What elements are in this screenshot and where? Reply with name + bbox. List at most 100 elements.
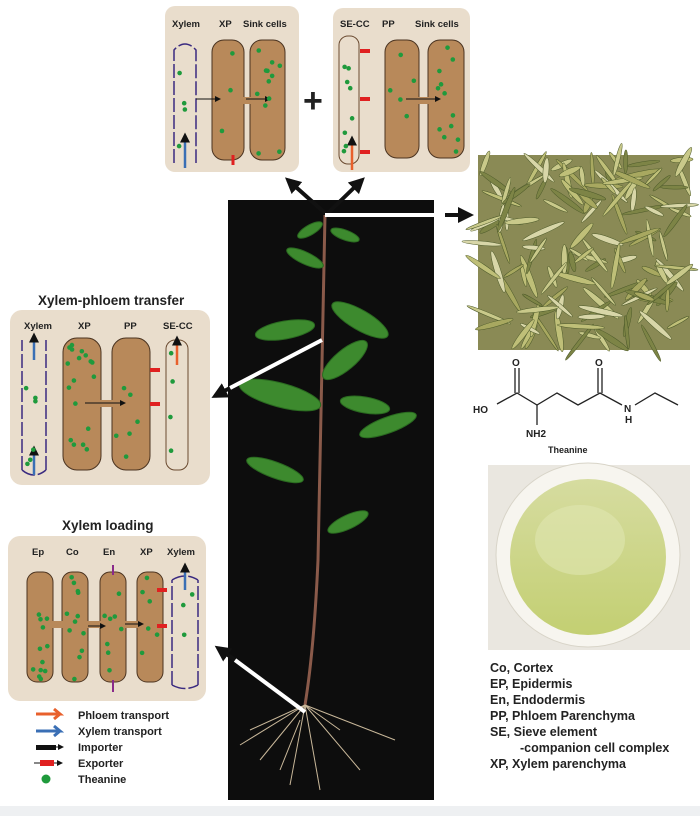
tea-leaf — [610, 243, 621, 289]
theanine-dot — [344, 79, 350, 85]
atom-n: N — [624, 404, 631, 415]
theanine-dot — [263, 68, 269, 73]
theanine-dot — [102, 613, 107, 619]
theanine-dot — [342, 130, 348, 136]
theanine-dot — [71, 378, 77, 383]
tea-leaf — [554, 310, 564, 353]
theanine-dot — [23, 385, 29, 391]
label-xp: XP — [140, 547, 153, 558]
theanine-dot — [83, 353, 89, 358]
tea-leaf — [663, 204, 688, 237]
label-xp: XP — [219, 19, 232, 30]
theanine-dot — [256, 48, 262, 53]
label-sink-cells: Sink cells — [243, 19, 287, 30]
theanine-structure — [496, 368, 679, 425]
legend-importer: Importer — [78, 742, 123, 754]
tea-leaf — [591, 233, 624, 247]
theanine-dot — [168, 414, 173, 420]
theanine-dot — [230, 51, 235, 56]
label-xylem: Xylem — [172, 19, 200, 30]
tea-leaf — [520, 263, 528, 287]
theanine-dot — [44, 616, 50, 621]
theanine-dot — [144, 575, 150, 581]
tea-leaf — [611, 170, 651, 189]
theanine-dot — [71, 580, 77, 586]
theanine-dot — [105, 641, 110, 647]
tea-leaf — [565, 323, 594, 361]
theanine-dot — [450, 113, 456, 118]
panel-xylem-phloem-transfer: Xylem XP PP SE-CC — [10, 310, 210, 485]
theanine-dot — [75, 590, 81, 596]
abbr-se: SE, Sieve element — [490, 725, 598, 739]
tea-leaf — [504, 217, 540, 225]
theanine-dot — [121, 385, 127, 391]
theanine-dot — [450, 57, 456, 62]
tea-leaf — [645, 219, 655, 257]
theanine-dot — [140, 589, 145, 595]
theanine-dot — [453, 149, 459, 154]
theanine-dot — [219, 128, 225, 134]
theanine-dot — [176, 143, 182, 149]
theanine-dot — [387, 88, 393, 93]
theanine-dot — [116, 591, 122, 597]
tea-leaf — [543, 199, 568, 213]
theanine-dot — [445, 45, 450, 50]
theanine-dot — [343, 143, 349, 149]
theanine-dot — [256, 151, 261, 156]
label-pp: PP — [124, 321, 137, 332]
tea-leaf — [665, 263, 694, 286]
theanine-dot — [69, 342, 75, 348]
theanine-dot — [107, 668, 112, 673]
label-ep: Ep — [32, 547, 44, 558]
tea-leaf — [660, 203, 699, 208]
tea-leaf — [666, 316, 690, 329]
abbr-en: En, Endodermis — [490, 693, 586, 707]
theanine-dot — [33, 395, 38, 401]
theanine-dot — [168, 448, 174, 454]
theanine-dot — [266, 79, 272, 84]
theanine-dot — [31, 447, 36, 452]
theanine-dot — [139, 650, 145, 656]
label-xp: XP — [78, 321, 91, 332]
theanine-dot — [442, 91, 447, 96]
label-xylem: Xylem — [167, 547, 195, 558]
theanine-dot — [40, 625, 46, 630]
tea-leaf — [479, 150, 491, 177]
theanine-dot — [455, 137, 461, 142]
theanine-dot — [438, 82, 444, 87]
theanine-dot — [437, 127, 442, 132]
theanine-dot — [154, 632, 160, 637]
tea-leaf — [516, 305, 560, 314]
theanine-dots — [23, 45, 461, 682]
theanine-dot — [30, 667, 36, 672]
theanine-dot — [411, 78, 417, 84]
theanine-dot — [33, 398, 38, 404]
tea-leaf — [659, 231, 668, 261]
label-sink-cells: Sink cells — [415, 19, 459, 30]
theanine-dot — [441, 134, 447, 140]
theanine-dot — [189, 592, 195, 597]
theanine-dot — [266, 96, 272, 101]
theanine-dot — [182, 107, 188, 112]
atom-o: O — [512, 358, 520, 369]
theanine-dot — [277, 149, 282, 154]
theanine-dot — [170, 379, 175, 384]
tea-leaf — [511, 319, 535, 350]
theanine-dot — [40, 659, 45, 665]
tea-leaf — [569, 187, 607, 201]
theanine-dot — [123, 454, 129, 459]
theanine-dot — [277, 63, 283, 69]
tea-leaf — [624, 315, 630, 350]
tea-leaf — [634, 291, 655, 302]
roots — [239, 704, 396, 791]
atom-o: O — [595, 358, 603, 369]
tea-leaf — [556, 323, 605, 330]
theanine-dot — [269, 60, 275, 65]
label-pp: PP — [382, 19, 395, 30]
atom-h: H — [625, 415, 632, 426]
theanine-dot — [145, 626, 151, 631]
theanine-dot — [128, 392, 133, 398]
theanine-dot — [79, 648, 85, 654]
theanine-dot — [37, 646, 43, 652]
tea-leaf — [466, 305, 512, 325]
